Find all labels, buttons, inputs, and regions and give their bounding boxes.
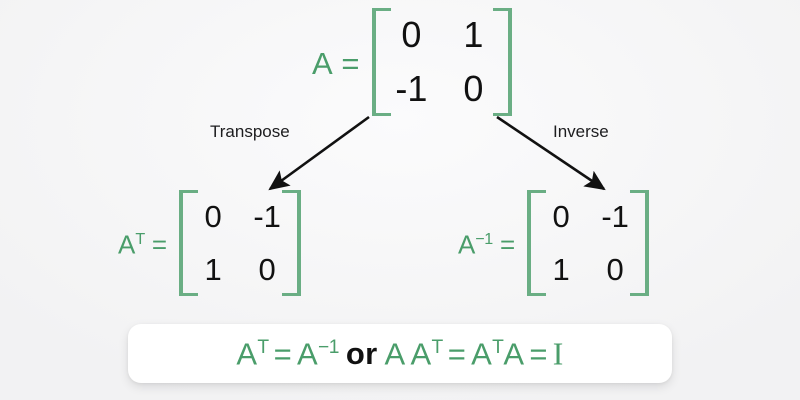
result-product2-b: A [503, 335, 525, 371]
matrix-cell: -1 [601, 199, 629, 234]
result-equals-3: = [529, 335, 548, 371]
right-bracket-icon [630, 190, 650, 296]
result-product2-superscript: T [492, 336, 504, 358]
matrix-cell: 1 [204, 252, 222, 287]
matrix-cell: 1 [463, 14, 484, 55]
matrix-a-label: A = [312, 48, 359, 79]
matrix-cell: 0 [606, 252, 624, 287]
result-lhs-superscript: T [257, 336, 269, 358]
result-equals-1: = [273, 335, 293, 371]
matrix-cell: 0 [552, 199, 570, 234]
left-bracket-icon [372, 8, 392, 116]
matrix-a-grid: 0 1 -1 0 [380, 8, 504, 116]
result-product2-a: A [471, 335, 493, 371]
matrix-cell: 0 [204, 199, 222, 234]
matrix-a-equals: = [341, 45, 360, 81]
result-product1-superscript: T [431, 336, 444, 358]
matrix-transpose-group: AT = 0 -1 1 0 [118, 190, 302, 296]
inverse-arrow-label: Inverse [553, 122, 609, 141]
matrix-inverse-label: A−1 = [458, 231, 515, 258]
transpose-arrow-label: Transpose [210, 122, 290, 141]
right-bracket-icon [282, 190, 302, 296]
identity-matrix-symbol: I [552, 335, 564, 371]
matrix-cell: 1 [552, 252, 570, 287]
matrix-cell: 0 [401, 14, 422, 55]
matrix-inverse-brackets: 0 -1 1 0 [527, 190, 650, 296]
result-equals-2: = [447, 335, 467, 371]
result-lhs-base: A [236, 335, 258, 371]
matrix-inverse-grid: 0 -1 1 0 [534, 190, 642, 296]
result-conjunction: or [345, 335, 378, 371]
result-rhs-base: A [297, 335, 319, 371]
matrix-inverse-group: A−1 = 0 -1 1 0 [458, 190, 650, 296]
matrix-transpose-brackets: 0 -1 1 0 [179, 190, 302, 296]
matrix-cell: 0 [463, 68, 484, 109]
transpose-superscript: T [135, 229, 145, 248]
matrix-inverse-label-base: A [458, 229, 476, 260]
matrix-transpose-equals: = [151, 229, 168, 260]
result-rhs-superscript: −1 [318, 336, 339, 358]
matrix-cell: -1 [253, 199, 281, 234]
right-bracket-icon [493, 8, 513, 116]
left-bracket-icon [179, 190, 199, 296]
matrix-a-label-base: A [312, 45, 333, 81]
matrix-transpose-grid: 0 -1 1 0 [186, 190, 294, 296]
result-product1-b: A [410, 335, 432, 371]
matrix-cell: -1 [395, 68, 428, 109]
matrix-a-brackets: 0 1 -1 0 [372, 8, 513, 116]
matrix-cell: 0 [258, 252, 276, 287]
matrix-transpose-label-base: A [118, 229, 136, 260]
matrix-inverse-equals: = [499, 229, 516, 260]
inverse-superscript: −1 [475, 229, 493, 248]
matrix-transpose-label: AT = [118, 231, 167, 258]
left-bracket-icon [527, 190, 547, 296]
matrix-a-group: A = 0 1 -1 0 [312, 8, 513, 116]
result-product1-a: A [384, 335, 406, 371]
